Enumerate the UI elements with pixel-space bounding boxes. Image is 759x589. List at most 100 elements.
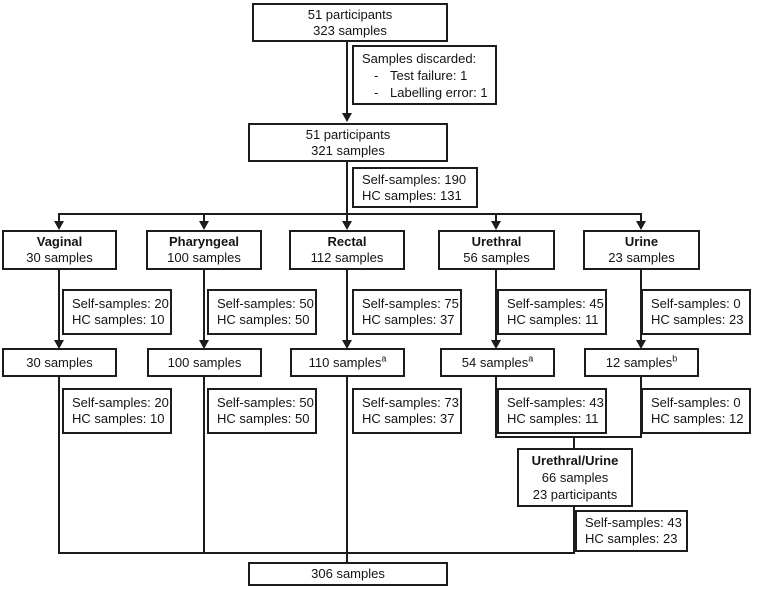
branch-samples: 112 samples — [310, 250, 384, 265]
merged-box: Urethral/Urine 66 samples 23 participant… — [517, 448, 633, 507]
branch-box-rectal: Rectal 112 samples — [289, 230, 405, 270]
connector-collector — [58, 552, 575, 554]
branch-name: Urethral — [471, 234, 522, 249]
note1-box-urethral: Self-samples: 45 HC samples: 11 — [497, 289, 607, 335]
result-text: 30 samples — [26, 354, 93, 370]
branch-samples: 30 samples — [26, 250, 93, 265]
note-hc: HC samples: 23 — [585, 531, 678, 546]
note-self: Self-samples: 50 — [217, 296, 314, 311]
arrowhead-urine — [636, 221, 646, 230]
split-note-self: Self-samples: 190 — [362, 171, 467, 187]
note-self: Self-samples: 0 — [651, 395, 741, 410]
result-samples: 110 samplesa — [308, 353, 387, 371]
note-self: Self-samples: 75 — [362, 296, 459, 311]
result-text: 110 samples — [308, 354, 382, 370]
branch-box-urine: Urine 23 samples — [583, 230, 700, 270]
note-hc: HC samples: 12 — [651, 411, 744, 426]
note2-box-urine: Self-samples: 0 HC samples: 12 — [641, 388, 751, 434]
note2-box-rectal: Self-samples: 73 HC samples: 37 — [352, 388, 462, 434]
connector-drop-rectal — [346, 213, 348, 223]
result-samples: 54 samplesa — [461, 353, 534, 371]
connector-drop-urine — [640, 213, 642, 223]
result-footnote: a — [528, 353, 534, 364]
result-footnote: b — [672, 353, 678, 364]
discarded-title: Samples discarded: — [362, 50, 477, 66]
branch-name: Urine — [624, 234, 659, 249]
result-box-urine: 12 samplesb — [584, 348, 699, 377]
note-self: Self-samples: 45 — [507, 296, 604, 311]
note-self: Self-samples: 43 — [585, 515, 682, 530]
branch-samples: 56 samples — [463, 250, 530, 265]
note-self: Self-samples: 43 — [507, 395, 604, 410]
discarded-item-text: Labelling error: 1 — [390, 84, 488, 100]
note-self: Self-samples: 73 — [362, 395, 459, 410]
connector-drop-urethral — [495, 213, 497, 223]
note-hc: HC samples: 23 — [651, 312, 744, 327]
after-discard-box: 51 participants 321 samples — [248, 123, 448, 162]
branch-name: Vaginal — [36, 234, 83, 249]
arrowhead-rectal — [342, 221, 352, 230]
result-text: 12 samples — [605, 354, 673, 370]
branch-samples: 100 samples — [167, 250, 241, 265]
note-hc: HC samples: 37 — [362, 411, 455, 426]
connector-after-discard-down — [346, 160, 348, 214]
note-hc: HC samples: 37 — [362, 312, 455, 327]
merged-note-box: Self-samples: 43 HC samples: 23 — [575, 510, 688, 552]
discarded-item-text: Test failure: 1 — [390, 67, 468, 83]
connector-rectal-result — [346, 266, 348, 342]
dash-bullet: - — [374, 84, 379, 100]
arrowhead-rectal-result — [342, 340, 352, 349]
arrowhead-urine-result — [636, 340, 646, 349]
dash-bullet: - — [374, 67, 379, 83]
result-box-pharyngeal: 100 samples — [147, 348, 262, 377]
result-text: 100 samples — [167, 354, 242, 370]
connector-merge-drop — [573, 436, 575, 448]
result-text: 54 samples — [461, 354, 529, 370]
arrowhead-vaginal — [54, 221, 64, 230]
note-self: Self-samples: 20 — [72, 395, 169, 410]
branch-box-vaginal: Vaginal 30 samples — [2, 230, 117, 270]
merged-samples: 66 samples — [541, 470, 609, 485]
result-box-vaginal: 30 samples — [2, 348, 117, 377]
note1-box-pharyngeal: Self-samples: 50 HC samples: 50 — [207, 289, 317, 335]
total-box: 306 samples — [248, 562, 448, 586]
note1-box-rectal: Self-samples: 75 HC samples: 37 — [352, 289, 462, 335]
discarded-item: - Test failure: 1 — [362, 67, 467, 84]
note1-box-vaginal: Self-samples: 20 HC samples: 10 — [62, 289, 172, 335]
branch-box-urethral: Urethral 56 samples — [438, 230, 555, 270]
branch-name: Pharyngeal — [168, 234, 240, 249]
note1-box-urine: Self-samples: 0 HC samples: 23 — [641, 289, 751, 335]
connector-drop-vaginal — [58, 213, 60, 223]
branch-samples: 23 samples — [608, 250, 675, 265]
discarded-item: - Labelling error: 1 — [362, 84, 488, 101]
result-footnote: a — [381, 353, 387, 364]
arrowhead-pharyngeal-result — [199, 340, 209, 349]
note2-box-vaginal: Self-samples: 20 HC samples: 10 — [62, 388, 172, 434]
arrowhead-urethral-result — [491, 340, 501, 349]
discarded-box: Samples discarded: - Test failure: 1 - L… — [352, 45, 497, 105]
connector-drop-pharyngeal — [203, 213, 205, 223]
result-samples: 30 samples — [26, 355, 92, 371]
result-box-rectal: 110 samplesa — [290, 348, 405, 377]
total-samples: 306 samples — [311, 566, 385, 581]
after-discard-participants: 51 participants — [305, 126, 391, 142]
result-samples: 12 samplesb — [605, 353, 678, 371]
connector-urethral-result — [495, 266, 497, 342]
branch-name: Rectal — [327, 234, 367, 249]
connector-vaginal-to-total — [58, 377, 60, 554]
connector-enrollment-down — [346, 40, 348, 116]
branch-box-pharyngeal: Pharyngeal 100 samples — [146, 230, 262, 270]
note-hc: HC samples: 50 — [217, 312, 310, 327]
merged-participants: 23 participants — [532, 487, 618, 502]
after-discard-samples: 321 samples — [311, 142, 385, 158]
arrowhead-pharyngeal — [199, 221, 209, 230]
note2-box-urethral: Self-samples: 43 HC samples: 11 — [497, 388, 607, 434]
note2-box-pharyngeal: Self-samples: 50 HC samples: 50 — [207, 388, 317, 434]
note-self: Self-samples: 50 — [217, 395, 314, 410]
connector-pharyngeal-result — [203, 266, 205, 342]
arrowhead-vaginal-result — [54, 340, 64, 349]
split-note-box: Self-samples: 190 HC samples: 131 — [352, 167, 478, 208]
enrollment-samples: 323 samples — [313, 22, 387, 38]
note-hc: HC samples: 11 — [507, 312, 599, 327]
result-samples: 100 samples — [168, 355, 242, 371]
